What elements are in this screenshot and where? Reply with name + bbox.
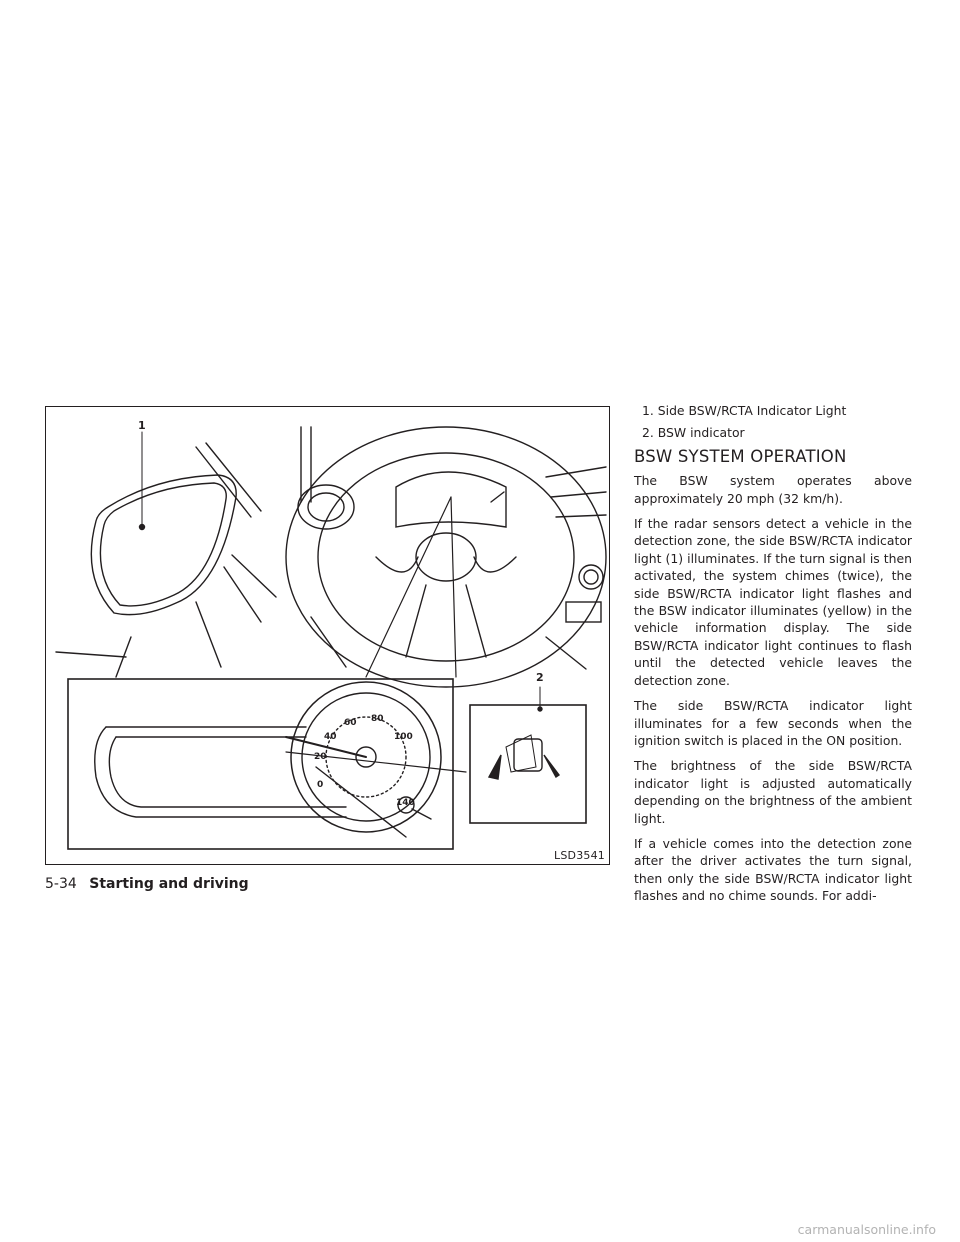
speedometer-tick: 40 xyxy=(324,732,337,742)
paragraph: If a vehicle comes into the detection zo… xyxy=(634,835,912,904)
footer-section-title: Starting and driving xyxy=(89,876,249,892)
paragraph: The side BSW/RCTA indicator light illumi… xyxy=(634,698,912,748)
callout-2: 2 xyxy=(536,671,544,684)
callout-1: 1 xyxy=(138,419,146,432)
figure-legend: 1. Side BSW/RCTA Indicator Light 2. BSW … xyxy=(634,402,912,442)
legend-item: 2. BSW indicator xyxy=(642,425,745,441)
text-column: 1. Side BSW/RCTA Indicator Light 2. BSW … xyxy=(634,402,912,913)
paragraph: If the radar sensors detect a vehicle in… xyxy=(634,516,912,688)
bsw-illustration: 0 20 40 60 80 100 140 xyxy=(55,426,607,850)
side-mirror-drawing xyxy=(55,442,277,678)
illustration-figure: 0 20 40 60 80 100 140 1 2 LSD3541 xyxy=(45,406,610,865)
paragraph: The BSW system operates above approximat… xyxy=(634,473,912,506)
figure-code: LSD3541 xyxy=(554,849,605,862)
watermark: carmanualsonline.info xyxy=(797,1222,936,1237)
speedometer-tick: 140 xyxy=(396,798,415,808)
speedometer-tick: 80 xyxy=(371,714,384,724)
speedometer-tick: 0 xyxy=(317,780,323,790)
steering-wheel-drawing xyxy=(285,426,607,688)
legend-item: 1. Side BSW/RCTA Indicator Light xyxy=(642,403,847,418)
section-heading: BSW SYSTEM OPERATION xyxy=(634,446,847,466)
page-footer: 5-34 Starting and driving xyxy=(45,876,249,892)
speedometer-tick: 100 xyxy=(394,732,413,742)
speedometer-tick: 60 xyxy=(344,718,357,728)
paragraph: The brightness of the side BSW/RCTA indi… xyxy=(634,758,912,826)
speedometer-tick: 20 xyxy=(314,752,327,762)
page-number: 5-34 xyxy=(45,876,77,892)
